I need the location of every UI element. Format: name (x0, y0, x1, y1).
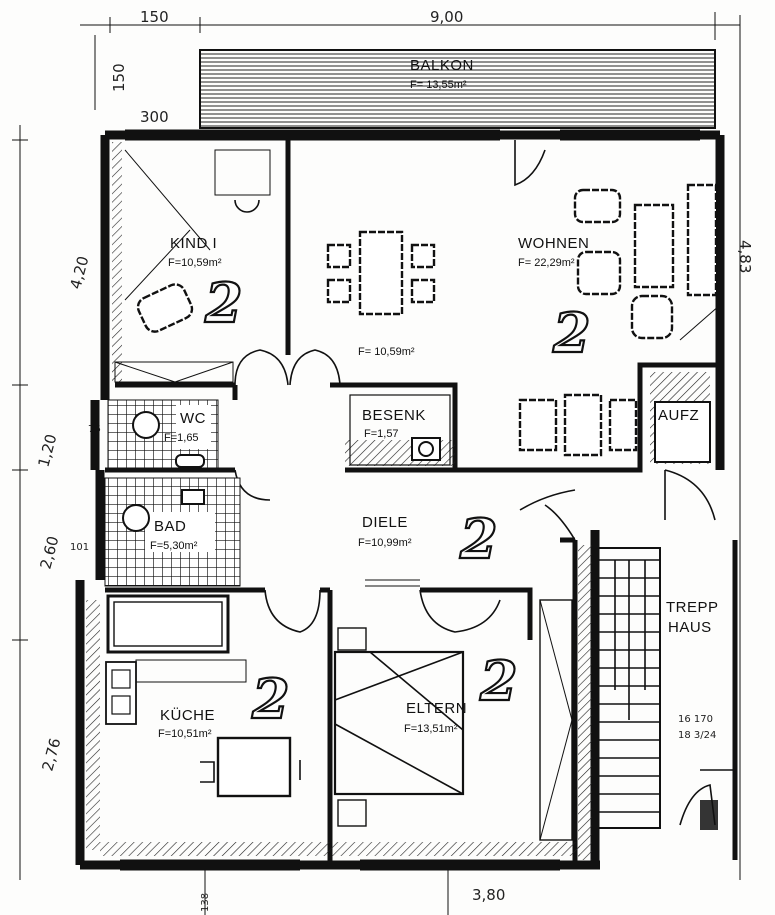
room-area-flur: F= 10,59m² (358, 346, 415, 358)
dimension-right-a: 4,83 (736, 240, 754, 273)
doors (234, 140, 716, 633)
room-name-diele: DIELE (362, 514, 408, 531)
room-name-wohnen: WOHNEN (518, 235, 589, 252)
wall-hatch-eltern (578, 545, 592, 860)
dimension-stair-b: 18 3/24 (678, 730, 716, 741)
dimension-left-b: 1,20 (34, 432, 60, 469)
elevator-shaft (654, 401, 711, 463)
dimension-left-a: 4,20 (66, 254, 92, 291)
room-count-mark-eltern: 2 (479, 649, 518, 713)
dimension-wall-small: 138 (200, 893, 211, 912)
room-area-bad: F=5,30m² (150, 540, 198, 552)
dimension-top-left: 150 (140, 8, 169, 26)
room-kind (114, 149, 271, 383)
room-name-besenk: BESENK (362, 407, 426, 424)
room-diele (365, 579, 420, 587)
dining-set-flur (326, 230, 436, 316)
room-area-kind: F=10,59m² (168, 257, 222, 269)
staircase (597, 540, 738, 860)
dimension-left-d: 2,76 (38, 736, 64, 773)
room-count-mark-kueche: 2 (251, 667, 290, 731)
room-name-bad: BAD (154, 518, 186, 535)
dimension-balcony-300: 300 (140, 108, 169, 126)
room-name-balkon: BALKON (410, 57, 474, 74)
windows-bottom (120, 859, 560, 871)
dimension-left-top: 150 (110, 63, 128, 92)
room-area-eltern: F=13,51m² (404, 723, 458, 735)
dimension-bottom: 3,80 (472, 886, 505, 904)
wall-hatch-bottom (100, 842, 580, 856)
dimension-bad-small: 101 (70, 542, 89, 553)
exterior-walls (75, 130, 725, 870)
room-name-treppenhaus-1: TREPP (666, 599, 719, 616)
room-area-wohnen: F= 22,29m² (518, 257, 575, 269)
wall-hatch-kind (112, 142, 122, 382)
dimension-lines (12, 12, 741, 915)
room-area-besenk: F=1,57 (364, 428, 399, 440)
room-bad (104, 477, 241, 654)
room-name-eltern: ELTERN (406, 700, 467, 717)
room-count-mark-diele: 2 (459, 507, 498, 571)
room-wohnen (518, 183, 721, 457)
room-eltern (333, 599, 573, 841)
wall-hatch-kueche (86, 600, 100, 850)
dimension-top-main: 9,00 (430, 8, 463, 26)
room-name-wc: WC (180, 410, 206, 427)
room-name-aufz: AUFZ (658, 407, 699, 424)
dimension-stair-a: 16 170 (678, 714, 713, 725)
room-area-diele: F=10,99m² (358, 537, 412, 549)
room-count-mark-wohnen: 2 (552, 301, 591, 365)
windows-top (125, 129, 700, 141)
balcony (199, 49, 716, 129)
room-area-wc: F=1,65 (164, 432, 199, 444)
room-wc (107, 399, 219, 469)
room-area-kueche: F=10,51m² (158, 728, 212, 740)
room-kueche (105, 659, 301, 798)
room-name-treppenhaus-2: HAUS (668, 619, 712, 636)
dimension-left-c: 2,60 (36, 534, 62, 571)
room-besenk (349, 394, 451, 466)
room-name-kind: KIND I (170, 235, 217, 252)
room-count-mark-kind: 2 (204, 271, 243, 335)
room-name-kueche: KÜCHE (160, 706, 215, 724)
room-area-balkon: F= 13,55m² (410, 79, 467, 91)
